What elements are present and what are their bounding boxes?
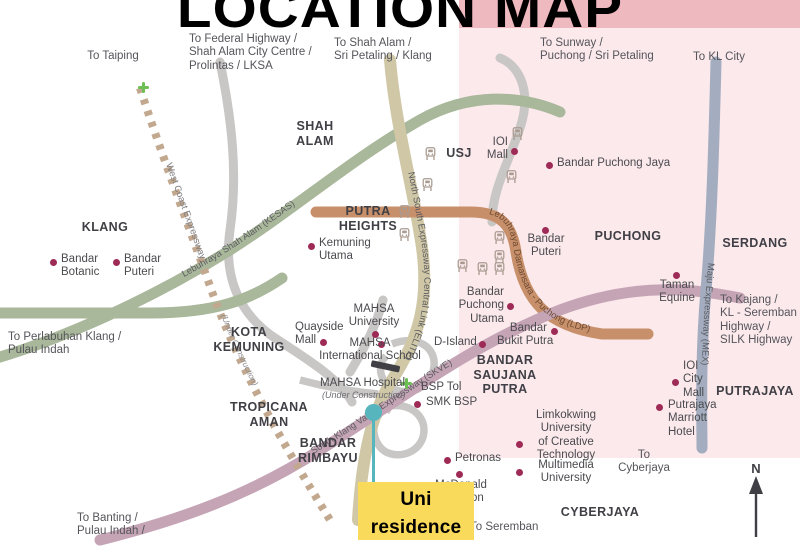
poi-dot-mahsa-university xyxy=(372,331,379,338)
poi-smk-bsp: SMK BSP xyxy=(426,396,478,408)
train-station-icon xyxy=(505,170,518,184)
town-cyberjaya: CYBERJAYA xyxy=(560,505,640,519)
direction-to-seremban: To Seremban xyxy=(470,521,539,533)
poi-dot-bandar-botanic xyxy=(50,259,57,266)
direction-to-kl-city: To KL City xyxy=(693,51,745,63)
train-station-icon xyxy=(493,250,506,264)
direction-to-banting: To Banting /Pulau Indah / xyxy=(77,512,145,538)
poi-dot-bandar-puteri-puchong xyxy=(542,227,549,234)
direction-to-taiping: To Taiping xyxy=(87,50,139,62)
hospital-cross-icon-mahsa xyxy=(401,378,412,389)
poi-dot-quayside-mall xyxy=(320,339,327,346)
poi-dot-taman-equine xyxy=(673,272,680,279)
compass-north-label: N xyxy=(751,461,761,476)
train-station-icon xyxy=(493,231,506,245)
poi-petronas: Petronas xyxy=(455,452,502,464)
compass: N xyxy=(736,461,776,537)
poi-dot-mcdonald-petron xyxy=(456,471,463,478)
direction-to-federal-highway: To Federal Highway /Shah Alam City Centr… xyxy=(189,33,312,72)
highlight-label-line1: Uni xyxy=(400,489,432,510)
poi-dot-bandar-puchong-utama xyxy=(507,303,514,310)
poi-dot-bandar-puteri-klang xyxy=(113,259,120,266)
poi-dot-limkokwing xyxy=(516,441,523,448)
page-title: LOCATION MAP xyxy=(176,0,624,39)
poi-dot-mahsa-international-school xyxy=(378,341,385,348)
direction-to-sunway: To Sunway /Puchong / Sri Petaling xyxy=(540,37,654,63)
town-usj: USJ xyxy=(446,146,472,160)
train-station-icon xyxy=(398,228,411,242)
direction-to-perlabuhan-klang: To Perlabuhan Klang /Pulau Indah xyxy=(8,331,122,357)
poi-dot-ioi-city-mall xyxy=(672,379,679,386)
poi-dot-kemuning-utama xyxy=(308,243,315,250)
poi-bsp-tol: BSP Tol xyxy=(421,381,462,393)
town-klang: KLANG xyxy=(81,220,129,234)
poi-dot-bandar-bukit-putra xyxy=(551,328,558,335)
road-label-wce: West Coast Expressway xyxy=(164,161,209,261)
town-puchong: PUCHONG xyxy=(594,229,662,243)
train-station-icon xyxy=(456,259,469,273)
poi-dot-smk-bsp xyxy=(414,401,421,408)
poi-dot-multimedia-university xyxy=(516,469,523,476)
highlight-callout-uni-residence[interactable]: Uni residence xyxy=(358,482,474,540)
bsp-toll-bar xyxy=(370,360,401,373)
road-ldp xyxy=(310,206,654,340)
poi-d-island: D-Island xyxy=(434,336,477,348)
hospital-cross-icon-north xyxy=(138,82,149,93)
poi-dot-d-island xyxy=(479,341,486,348)
poi-bandar-puchong-jaya: Bandar Puchong Jaya xyxy=(557,157,671,169)
poi-dot-putrajaya-marriott xyxy=(656,404,663,411)
poi-mahsa-hospital-note: (Under Construction) xyxy=(322,390,406,400)
train-station-icon xyxy=(421,178,434,192)
compass-arrow xyxy=(749,476,763,537)
train-station-icon xyxy=(476,262,489,276)
highlight-location-pin[interactable] xyxy=(365,404,382,421)
poi-dot-bandar-puchong-jaya xyxy=(546,162,553,169)
train-station-icon xyxy=(424,147,437,161)
poi-dot-ioi-mall xyxy=(511,148,518,155)
town-putrajaya: PUTRAJAYA xyxy=(716,384,794,398)
direction-to-shah-alam: To Shah Alam /Sri Petaling / Klang xyxy=(334,37,432,63)
train-station-icon xyxy=(511,127,524,141)
train-station-icon xyxy=(493,262,506,276)
poi-mahsa-hospital: MAHSA Hospital xyxy=(320,377,406,389)
highlight-connector xyxy=(372,412,375,484)
title-banner xyxy=(459,0,800,28)
train-station-icon xyxy=(398,205,411,219)
town-serdang: SERDANG xyxy=(722,236,788,250)
poi-dot-petronas xyxy=(444,457,451,464)
road-kesas-west xyxy=(0,272,288,319)
highlight-label-line2: residence xyxy=(370,517,462,539)
